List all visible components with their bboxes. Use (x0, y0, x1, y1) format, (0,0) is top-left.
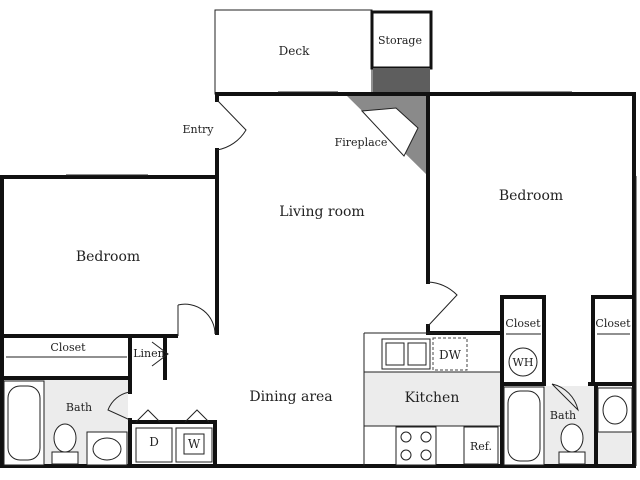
walls (0, 92, 636, 468)
bedroom-right-door (427, 281, 458, 327)
storage-label: Storage (378, 34, 422, 47)
dining-area-label: Dining area (249, 389, 332, 405)
laundry-door-a (135, 409, 161, 423)
water-heater-label: WH (513, 356, 534, 369)
fireplace-label: Fireplace (335, 136, 388, 149)
entry-door (216, 99, 247, 151)
toilet-left-icon (51, 451, 79, 465)
dishwasher-label: DW (439, 348, 462, 362)
closet-rods (6, 333, 630, 358)
kitchen-fixtures (363, 332, 500, 466)
fireplace-hearth (360, 107, 419, 157)
bedroom-left-door (177, 303, 216, 336)
closet-left-label: Closet (50, 341, 86, 354)
closet-right-b-label: Closet (595, 317, 631, 330)
closet-right-a-label: Closet (505, 317, 541, 330)
bath-left-fixtures (3, 380, 128, 466)
refrigerator-outline (463, 426, 499, 465)
refrigerator-label: Ref. (470, 440, 492, 453)
kitchen-floor (364, 372, 500, 426)
bath-left-label: Bath (66, 401, 92, 414)
bath-right-door (551, 383, 579, 412)
doors (107, 99, 579, 423)
water-heater-icon (508, 347, 538, 377)
washer-label: W (188, 437, 201, 451)
windows (66, 91, 637, 466)
linen-door (151, 341, 169, 367)
bath-left-door (107, 391, 131, 421)
dishwasher-outline (432, 337, 468, 371)
dryer-label: D (149, 435, 159, 449)
storage-chimney (373, 68, 430, 94)
laundry-door-b (184, 409, 210, 423)
stove-icon (395, 426, 437, 466)
deck-label: Deck (279, 44, 310, 58)
linen-label: Linen (133, 347, 165, 360)
bath-right-label: Bath (550, 409, 576, 422)
bath-right-fixtures (503, 386, 633, 466)
living-room-label: Living room (279, 204, 364, 220)
bedroom-right-label: Bedroom (499, 188, 563, 204)
bedroom-left-label: Bedroom (76, 249, 140, 265)
toilet-right-icon (558, 451, 586, 465)
kitchen-label: Kitchen (405, 390, 460, 406)
dryer-outline (135, 427, 173, 463)
entry-label: Entry (182, 123, 214, 136)
